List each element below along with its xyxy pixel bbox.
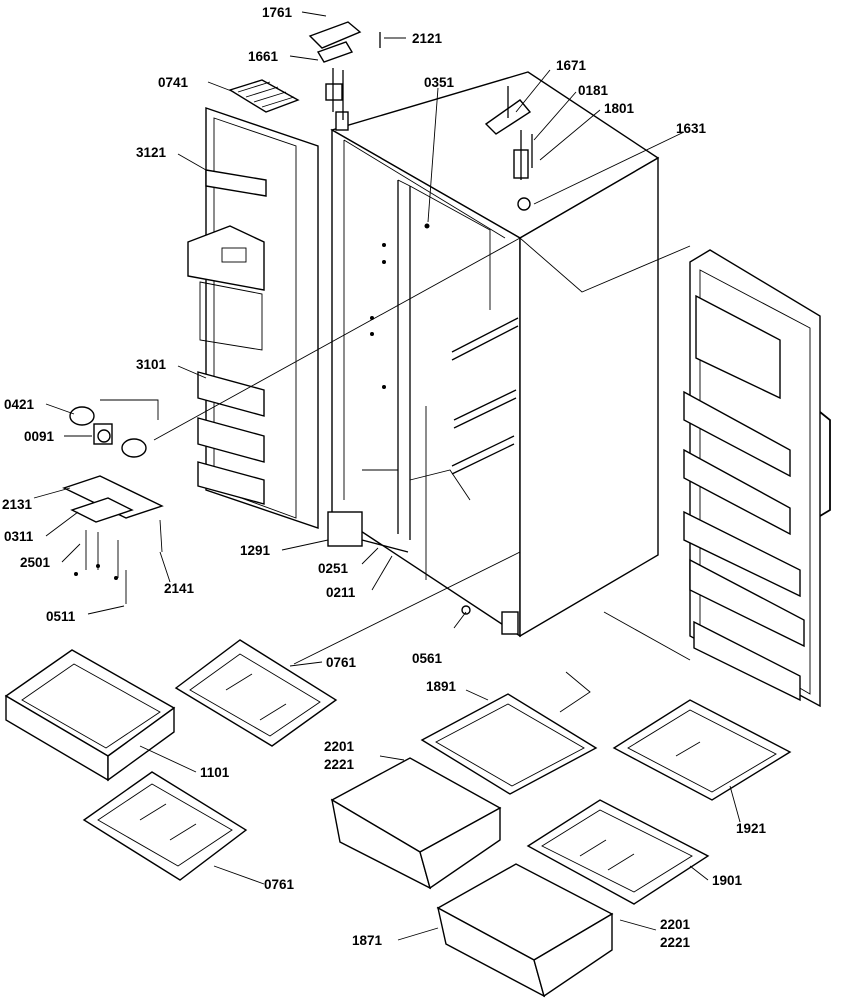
label-1761: 1761 bbox=[262, 5, 293, 20]
label-0761-lower: 0761 bbox=[264, 877, 295, 892]
label-0311: 0311 bbox=[4, 529, 34, 544]
label-1101: 1101 bbox=[200, 765, 230, 780]
label-2221-lower: 2221 bbox=[660, 935, 691, 950]
label-1921: 1921 bbox=[736, 821, 767, 836]
leader-lines bbox=[33, 11, 741, 941]
label-0211: 0211 bbox=[326, 585, 356, 600]
crisper-cover-1891 bbox=[420, 693, 598, 795]
label-2201-lower: 2201 bbox=[660, 917, 691, 932]
glass-shelf-1921 bbox=[612, 699, 792, 801]
label-2221-upper: 2221 bbox=[324, 757, 355, 772]
label-1291: 1291 bbox=[240, 543, 271, 558]
crisper-drawer-upper bbox=[330, 757, 502, 890]
label-0091: 0091 bbox=[24, 429, 55, 444]
label-0181: 0181 bbox=[578, 83, 609, 98]
label-0561: 0561 bbox=[412, 651, 443, 666]
dispenser-grille bbox=[228, 79, 300, 113]
label-0741: 0741 bbox=[158, 75, 189, 90]
label-1871: 1871 bbox=[352, 933, 383, 948]
part-labels: 1761 2121 1661 0741 1671 0181 1801 0351 … bbox=[2, 5, 767, 950]
crisper-drawer-lower bbox=[436, 863, 614, 998]
label-1671: 1671 bbox=[556, 58, 587, 73]
label-1801: 1801 bbox=[604, 101, 635, 116]
label-0761-upper: 0761 bbox=[326, 655, 357, 670]
label-0251: 0251 bbox=[318, 561, 349, 576]
label-0351: 0351 bbox=[424, 75, 455, 90]
label-1661: 1661 bbox=[248, 49, 279, 64]
label-0511: 0511 bbox=[46, 609, 76, 624]
label-3121: 3121 bbox=[136, 145, 167, 160]
freezer-shelf-0761-upper bbox=[174, 639, 338, 747]
label-1901: 1901 bbox=[712, 873, 743, 888]
label-2131: 2131 bbox=[2, 497, 33, 512]
freezer-basket-1101 bbox=[4, 649, 176, 782]
light-socket-assembly bbox=[62, 399, 164, 604]
label-2121: 2121 bbox=[412, 31, 443, 46]
label-2201-upper: 2201 bbox=[324, 739, 355, 754]
label-1631: 1631 bbox=[676, 121, 707, 136]
label-2501: 2501 bbox=[20, 555, 51, 570]
fresh-food-door bbox=[683, 249, 831, 708]
label-3101: 3101 bbox=[136, 357, 167, 372]
freezer-door bbox=[187, 107, 319, 529]
label-1891: 1891 bbox=[426, 679, 457, 694]
refrigerator-cabinet bbox=[327, 71, 660, 638]
crisper-cover-1901 bbox=[526, 799, 710, 905]
freezer-shelf-0761-lower bbox=[82, 771, 248, 881]
label-2141: 2141 bbox=[164, 581, 195, 596]
label-0421: 0421 bbox=[4, 397, 35, 412]
left-hinge-cover bbox=[308, 21, 381, 120]
